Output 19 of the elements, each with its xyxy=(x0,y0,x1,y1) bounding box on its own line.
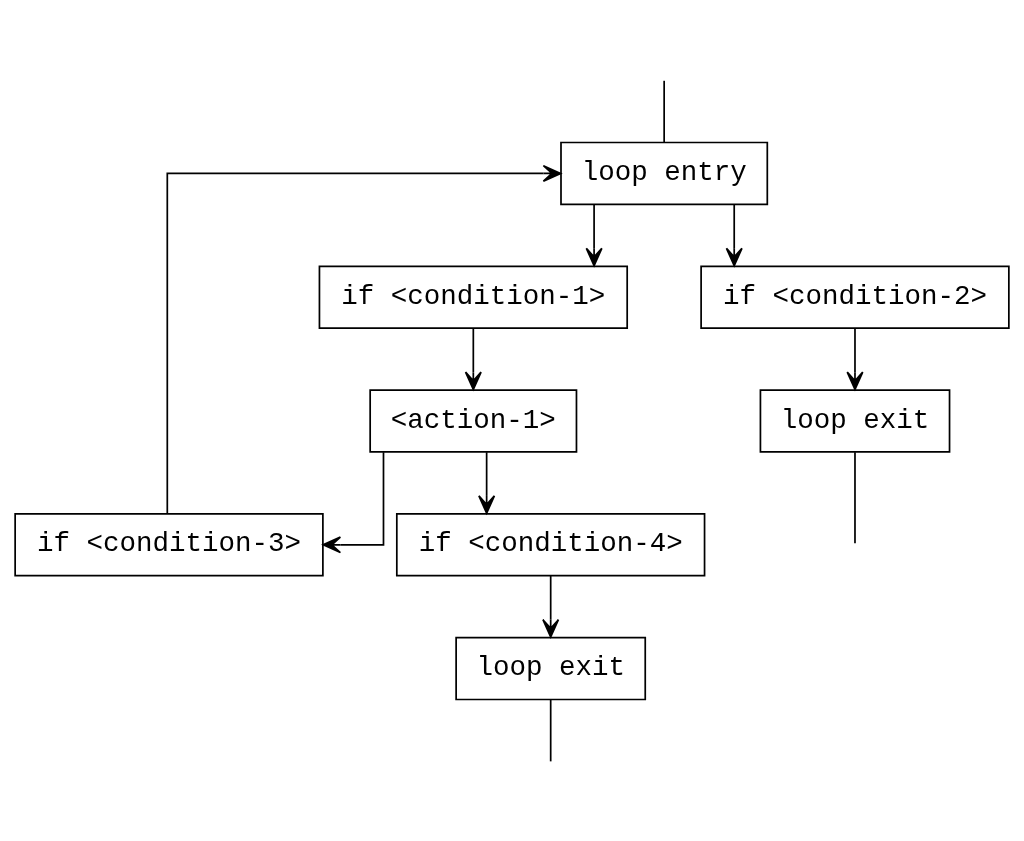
arrow xyxy=(464,327,482,390)
arrow xyxy=(585,203,603,266)
connector xyxy=(663,79,665,143)
arrow xyxy=(725,203,743,266)
node-box: loop entry xyxy=(560,141,769,205)
arrow xyxy=(166,164,562,515)
arrow xyxy=(846,327,864,390)
arrow xyxy=(322,450,385,553)
arrow xyxy=(542,574,560,638)
node-box: if <condition-4> xyxy=(395,512,706,577)
connector xyxy=(549,698,552,762)
node-box: loop exit xyxy=(759,388,951,453)
node-box: loop exit xyxy=(455,636,647,700)
connector xyxy=(854,450,856,544)
arrow xyxy=(478,450,496,514)
node-box: if <condition-1> xyxy=(318,264,629,329)
node-box: if <condition-2> xyxy=(700,264,1010,329)
node-box: if <condition-3> xyxy=(14,512,324,577)
node-box: <action-1> xyxy=(369,388,578,453)
